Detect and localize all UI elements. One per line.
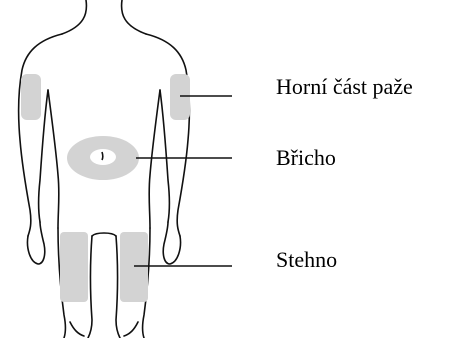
right-leg-inner bbox=[116, 236, 120, 338]
neck-right-line bbox=[122, 0, 146, 34]
left-arm-outer bbox=[19, 34, 62, 236]
torso-left-side bbox=[48, 90, 59, 228]
thigh-label: Stehno bbox=[276, 249, 337, 271]
right-knee-mark bbox=[124, 322, 138, 336]
crotch-line bbox=[92, 233, 116, 236]
neck-left-line bbox=[62, 0, 86, 34]
upper-arm-site-right bbox=[170, 74, 190, 120]
right-arm-inner bbox=[160, 90, 170, 222]
torso-right-side bbox=[149, 90, 160, 228]
left-leg-inner bbox=[88, 236, 92, 338]
upper-arm-label: Horní část paže bbox=[276, 76, 413, 98]
upper-arm-site-left bbox=[21, 74, 41, 120]
thigh-site-left bbox=[60, 232, 88, 302]
abdomen-label: Břicho bbox=[276, 147, 336, 169]
right-arm-outer bbox=[146, 34, 189, 236]
left-knee-mark bbox=[70, 322, 84, 336]
navel-mark bbox=[102, 152, 103, 160]
thigh-site-right bbox=[120, 232, 148, 302]
